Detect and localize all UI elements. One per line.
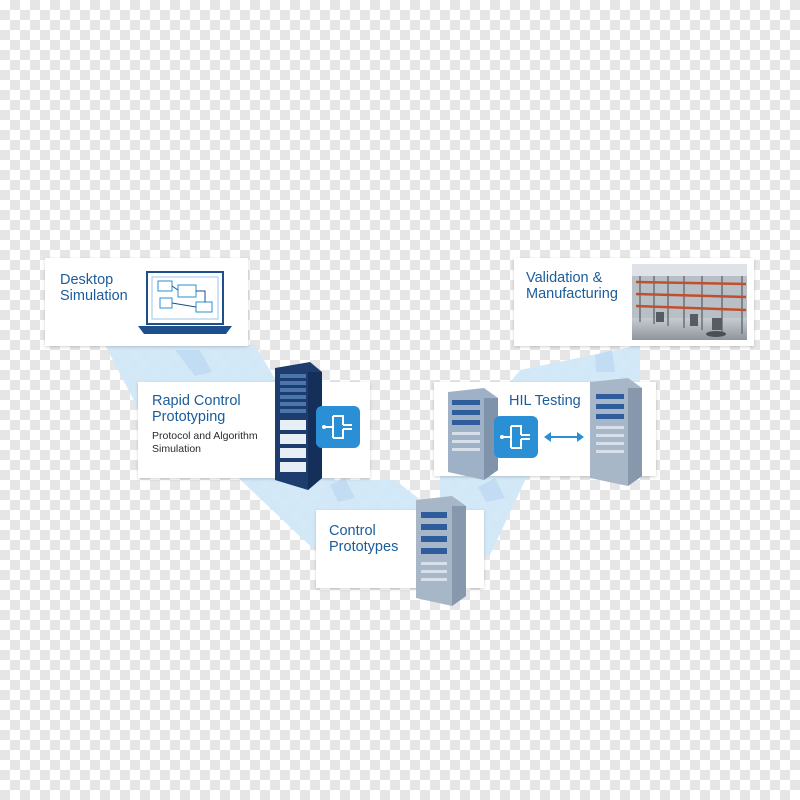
stage-title-rapid-control-prototyping: Rapid Control Prototyping <box>152 393 241 425</box>
stage-title-desktop-simulation: Desktop Simulation <box>60 272 128 304</box>
stage-title-control-prototypes: Control Prototypes <box>329 523 399 555</box>
stage-subtitle-rapid-control-prototyping: Protocol and Algorithm Simulation <box>152 430 258 455</box>
stage-title-validation-manufacturing: Validation & Manufacturing <box>526 270 618 302</box>
stage-title-hil-testing: HIL Testing <box>509 393 581 409</box>
